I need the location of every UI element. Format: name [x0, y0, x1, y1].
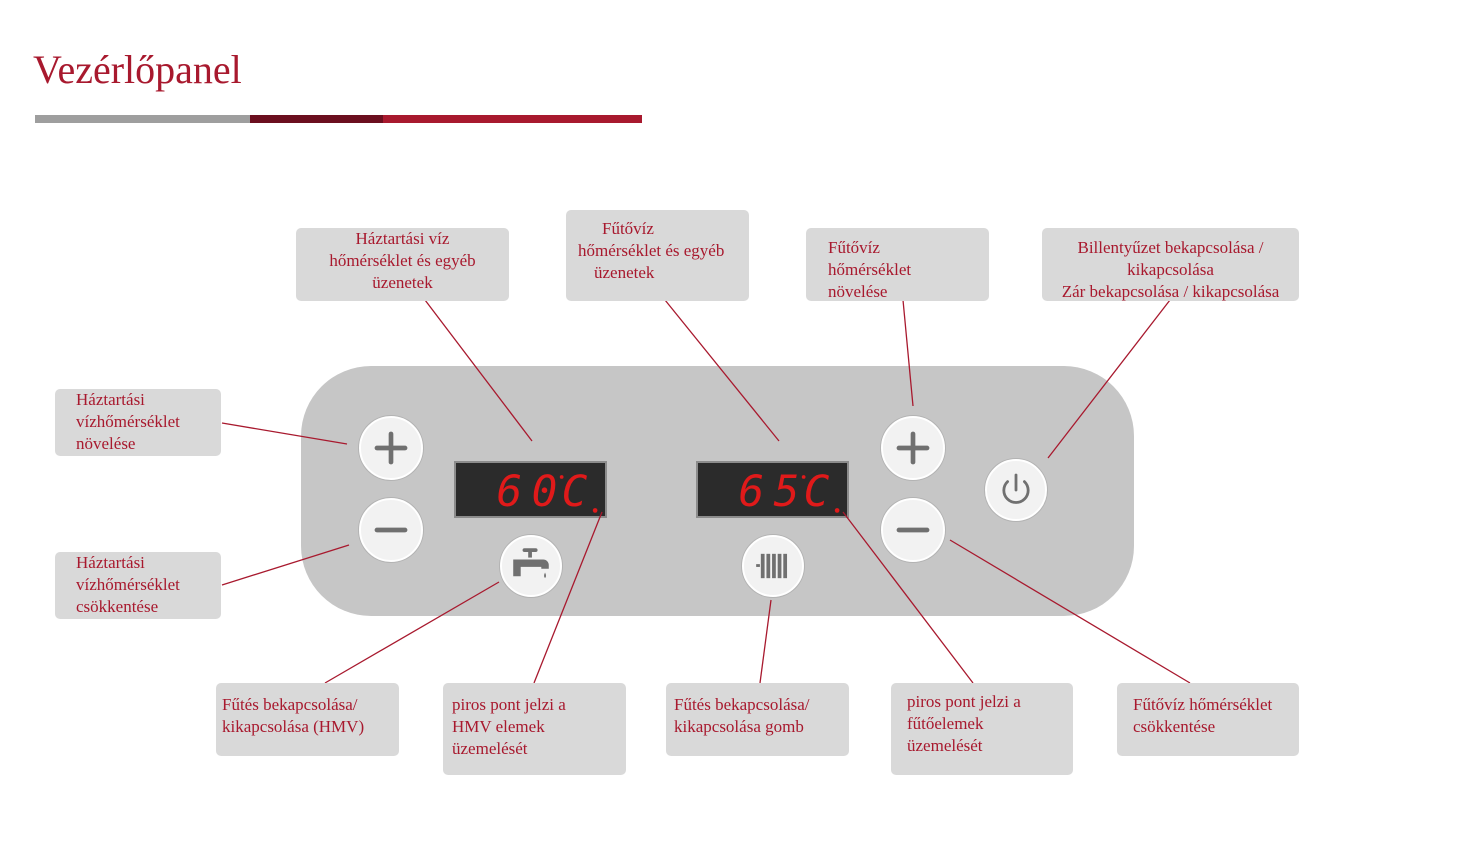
dhw-temperature-value: 60: [497, 467, 567, 516]
title-rule-red: [383, 115, 642, 123]
heating-red-dot: [834, 508, 840, 513]
plus-icon: [374, 431, 408, 465]
dhw-heating-toggle-button[interactable]: [500, 535, 562, 597]
keyboard-power-button[interactable]: [985, 459, 1047, 521]
heating-toggle-button[interactable]: [742, 535, 804, 597]
label-dhw-red-dot: piros pont jelzi a HMV elemek üzemelését: [443, 683, 626, 775]
dhw-plus-button[interactable]: [359, 416, 423, 480]
minus-icon: [896, 527, 930, 533]
degree-dot: [559, 475, 564, 479]
label-heating-increase: Fűtővíz hőmérséklet növelése: [806, 228, 989, 301]
label-dhw-decrease: Háztartási vízhőmérséklet csökkentése: [55, 552, 221, 619]
label-heating-toggle: Fűtés bekapcsolása/ kikapcsolása gomb: [666, 683, 849, 756]
dhw-minus-button[interactable]: [359, 498, 423, 562]
radiator-icon: [756, 553, 788, 579]
dhw-temperature-unit: C: [562, 467, 597, 516]
label-dhw-heating-toggle: Fűtés bekapcsolása/ kikapcsolása (HMV): [216, 683, 399, 756]
label-dhw-temperature-messages: Háztartási víz hőmérséklet és egyéb üzen…: [296, 228, 509, 301]
heating-temperature-value: 65: [739, 467, 809, 516]
heating-temperature-unit: C: [804, 467, 839, 516]
dhw-temperature-display: 60 C: [454, 461, 607, 518]
label-keyboard-lock: Billentyűzet bekapcsolása / kikapcsolása…: [1042, 228, 1299, 301]
label-heating-decrease: Fűtővíz hőmérséklet csökkentése: [1117, 683, 1299, 756]
label-dhw-increase: Háztartási vízhőmérséklet növelése: [55, 389, 221, 456]
degree-dot: [801, 475, 806, 479]
tap-icon: [513, 548, 549, 579]
heating-temperature-display: 65 C: [696, 461, 849, 518]
plus-icon: [896, 431, 930, 465]
title-rule-dark: [250, 115, 383, 123]
label-heating-temperature-messages: Fűtővíz hőmérséklet és egyéb üzenetek: [566, 210, 749, 301]
minus-icon: [374, 527, 408, 533]
page-title: Vezérlőpanel: [33, 47, 242, 92]
title-rule-gray: [35, 115, 250, 123]
label-heating-red-dot: piros pont jelzi a fűtőelemek üzemelését: [891, 683, 1073, 775]
heating-minus-button[interactable]: [881, 498, 945, 562]
dhw-red-dot: [592, 508, 598, 513]
power-icon: [1002, 473, 1030, 504]
heating-plus-button[interactable]: [881, 416, 945, 480]
